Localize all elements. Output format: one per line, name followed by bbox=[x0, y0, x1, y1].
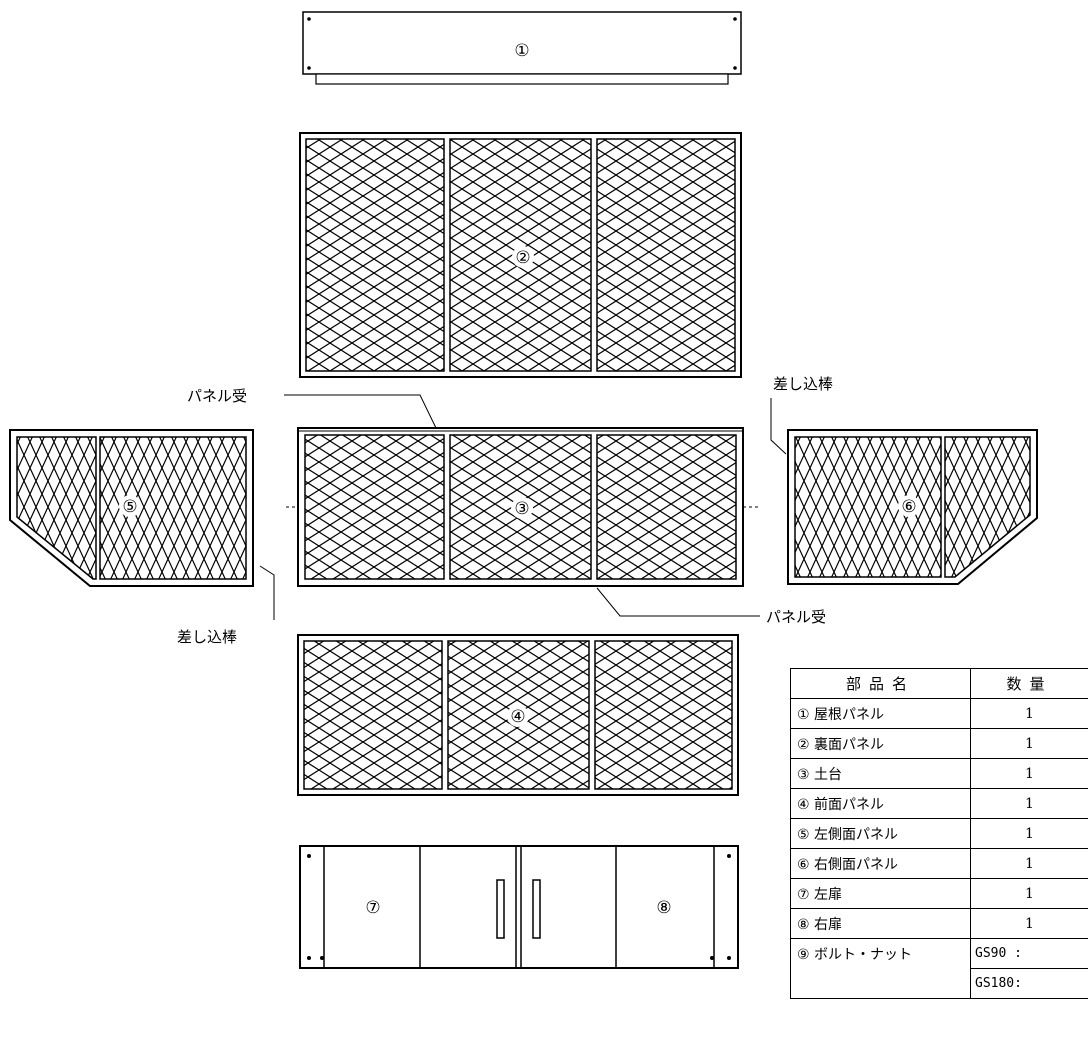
quantity-cell: 1 bbox=[970, 818, 1088, 849]
part-name-cell: ② 裏面パネル bbox=[790, 728, 971, 759]
part-name-cell: ⑦ 左扉 bbox=[790, 878, 971, 909]
table-row: ⑤ 左側面パネル 1 bbox=[790, 818, 1088, 849]
doors: ⑦ ⑧ bbox=[299, 845, 739, 969]
callout-insert-rod-right: 差し込棒 bbox=[773, 375, 833, 393]
table-header-row: 部品名 数量 bbox=[790, 668, 1088, 699]
back-panel: ② bbox=[299, 132, 742, 378]
table-row: ③ 土台 1 bbox=[790, 758, 1088, 789]
part-name-cell: ③ 土台 bbox=[790, 758, 971, 789]
table-row: ④ 前面パネル 1 bbox=[790, 788, 1088, 819]
roof-panel: ① bbox=[302, 11, 742, 85]
part-name-cell: ⑧ 右扉 bbox=[790, 908, 971, 939]
header-part-name: 部品名 bbox=[790, 668, 971, 699]
table-row: ⑨ ボルト・ナット GS90 : bbox=[790, 938, 1088, 969]
table-row: ① 屋根パネル 1 bbox=[790, 698, 1088, 729]
part-number-7: ⑦ bbox=[365, 898, 380, 918]
left-side-panel: ⑤ bbox=[9, 429, 254, 587]
table-row: ② 裏面パネル 1 bbox=[790, 728, 1088, 759]
part-name-cell: ⑨ ボルト・ナット bbox=[790, 938, 971, 969]
parts-list-table: 部品名 数量 ① 屋根パネル 1 ② 裏面パネル 1 ③ 土台 1 ④ 前面パネ… bbox=[790, 668, 1088, 999]
table-row: ⑧ 右扉 1 bbox=[790, 908, 1088, 939]
part-number-6: ⑥ bbox=[901, 497, 916, 517]
part-number-3: ③ bbox=[514, 499, 529, 519]
quantity-cell: 1 bbox=[970, 698, 1088, 729]
quantity-cell: 1 bbox=[970, 728, 1088, 759]
quantity-cell: 1 bbox=[970, 758, 1088, 789]
right-side-panel: ⑥ bbox=[787, 429, 1038, 585]
part-number-8: ⑧ bbox=[656, 898, 671, 918]
empty-cell bbox=[790, 968, 971, 999]
part-number-5: ⑤ bbox=[122, 497, 137, 517]
callout-leaders bbox=[259, 394, 787, 620]
part-name-cell: ④ 前面パネル bbox=[790, 788, 971, 819]
model-cell: GS180: bbox=[970, 968, 1088, 999]
part-number-4: ④ bbox=[510, 707, 525, 727]
table-row: GS180: bbox=[790, 968, 1088, 999]
table-row: ⑥ 右側面パネル 1 bbox=[790, 848, 1088, 879]
quantity-cell: 1 bbox=[970, 788, 1088, 819]
callout-panel-receiver-top: パネル受 bbox=[187, 387, 247, 405]
quantity-cell: 1 bbox=[970, 878, 1088, 909]
front-panel: ④ bbox=[297, 634, 739, 796]
part-number-2: ② bbox=[515, 248, 530, 268]
part-number-1: ① bbox=[514, 41, 529, 61]
part-name-cell: ⑤ 左側面パネル bbox=[790, 818, 971, 849]
part-name-cell: ① 屋根パネル bbox=[790, 698, 971, 729]
table-row: ⑦ 左扉 1 bbox=[790, 878, 1088, 909]
callout-panel-receiver-bottom: パネル受 bbox=[766, 608, 826, 626]
part-name-cell: ⑥ 右側面パネル bbox=[790, 848, 971, 879]
base-frame: ③ bbox=[286, 427, 760, 587]
callout-insert-rod-left: 差し込棒 bbox=[177, 628, 237, 646]
quantity-cell: 1 bbox=[970, 848, 1088, 879]
quantity-cell: 1 bbox=[970, 908, 1088, 939]
header-quantity: 数量 bbox=[970, 668, 1088, 699]
model-cell: GS90 : bbox=[970, 938, 1088, 969]
